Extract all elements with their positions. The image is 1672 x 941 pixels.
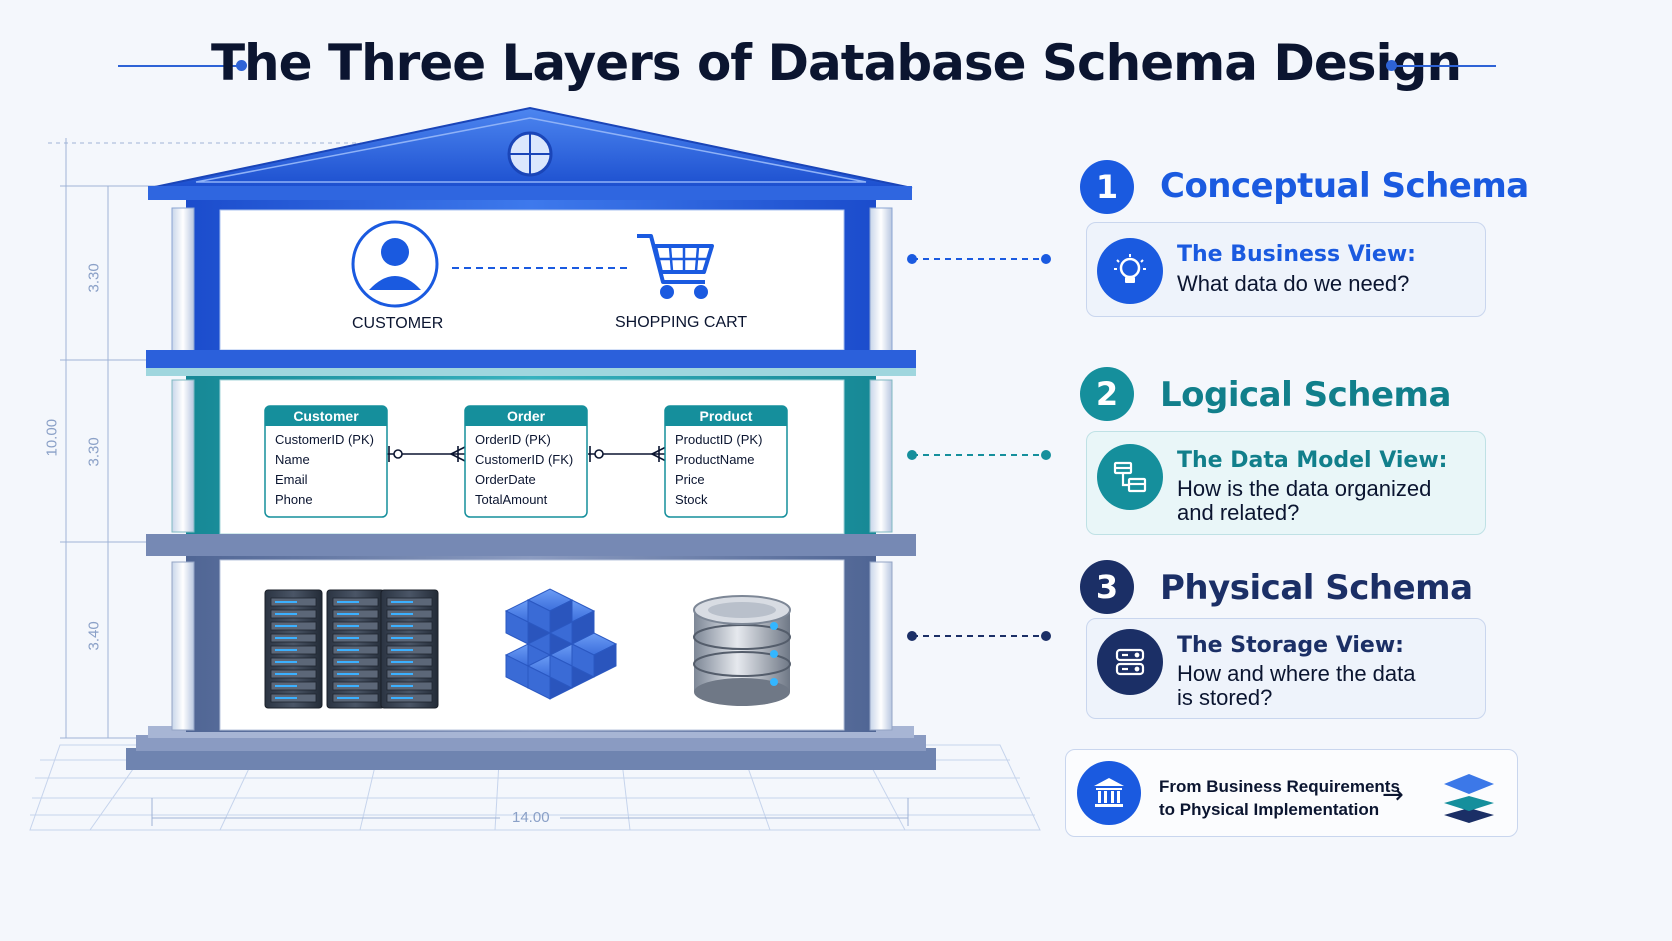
- dim-floor3: 3.40: [85, 621, 103, 651]
- plinth-bottom: [126, 748, 936, 770]
- lightbulb-icon: [1097, 238, 1163, 304]
- layers-stack-icon: [1440, 768, 1498, 831]
- section-2-title: Logical Schema: [1160, 375, 1451, 415]
- section-3-body-line2: is stored?: [1177, 685, 1273, 710]
- dim-floor2: 3.30: [85, 437, 103, 467]
- floor1-slab: [146, 350, 916, 372]
- section-2-heading: The Data Model View:: [1177, 448, 1448, 473]
- connector-logical: [907, 450, 1051, 460]
- server-rack: [264, 589, 323, 709]
- floor1-panel: [219, 209, 845, 351]
- section-1-heading: The Business View:: [1177, 242, 1416, 267]
- customer-label: CUSTOMER: [352, 315, 444, 332]
- server-rack: [326, 589, 385, 709]
- title-wrap: The Three Layers of Database Schema Desi…: [0, 28, 1672, 98]
- section-2-number: 2: [1080, 367, 1134, 421]
- server-rack: [380, 589, 439, 709]
- section-3-body-line1: How and where the data: [1177, 661, 1416, 686]
- floor2-slab: [146, 534, 916, 556]
- data-cubes-icon: [504, 588, 618, 700]
- section-3-heading: The Storage View:: [1177, 633, 1404, 658]
- shopping-cart-label: SHOPPING CART: [615, 314, 748, 331]
- summary-line-1: From Business Requirements: [1159, 777, 1400, 796]
- dim-floor1: 3.30: [85, 263, 103, 293]
- section-1-number: 1: [1080, 160, 1134, 214]
- entity-field: Phone: [275, 492, 313, 507]
- roof-cornice: [148, 186, 912, 200]
- entity-header: Customer: [293, 408, 359, 424]
- data-model-icon: [1097, 444, 1163, 510]
- summary-text: From Business Requirements to Physical I…: [1159, 775, 1400, 821]
- section-2-body-line2: and related?: [1177, 500, 1300, 525]
- section-3-number: 3: [1080, 560, 1134, 614]
- title-rule-right: [1392, 65, 1496, 67]
- dim-total-height: 10.00: [43, 418, 61, 457]
- server-racks-icon: [264, 589, 439, 709]
- institution-icon: [1077, 761, 1141, 825]
- entity-header: Product: [700, 408, 753, 424]
- entity-field: CustomerID (PK): [275, 432, 374, 447]
- title-rule-left: [118, 65, 242, 67]
- entity-field: TotalAmount: [475, 492, 548, 507]
- shopping-cart-icon: [637, 234, 714, 299]
- entity-field: ProductID (PK): [675, 432, 762, 447]
- connector-conceptual: [907, 254, 1051, 264]
- arrow-right-icon: →: [1382, 780, 1404, 810]
- cube: [526, 588, 574, 634]
- connector-physical: [907, 631, 1051, 641]
- dim-width: 14.00: [512, 809, 550, 826]
- entity-field: Price: [675, 472, 705, 487]
- entity-field: OrderDate: [475, 472, 536, 487]
- section-3-title: Physical Schema: [1160, 568, 1473, 608]
- plinth-middle: [136, 735, 926, 751]
- entity-field: Email: [275, 472, 308, 487]
- summary-line-2: to Physical Implementation: [1159, 800, 1380, 819]
- entity-field: OrderID (PK): [475, 432, 551, 447]
- section-2-body-line1: How is the data organized: [1177, 476, 1432, 501]
- entity-field: Name: [275, 452, 310, 467]
- title-dot-right: [1386, 60, 1397, 71]
- section-1-title: Conceptual Schema: [1160, 166, 1529, 206]
- entity-field: Stock: [675, 492, 708, 507]
- server-icon: [1097, 629, 1163, 695]
- entity-header: Order: [507, 408, 546, 424]
- section-1-body-line1: What data do we need?: [1177, 271, 1410, 296]
- entity-field: ProductName: [675, 452, 754, 467]
- page-title: The Three Layers of Database Schema Desi…: [210, 34, 1462, 92]
- er-relationship-lines: [387, 446, 667, 462]
- entity-field: CustomerID (FK): [475, 452, 573, 467]
- database-cylinder-icon: [693, 595, 791, 706]
- title-dot-left: [236, 60, 247, 71]
